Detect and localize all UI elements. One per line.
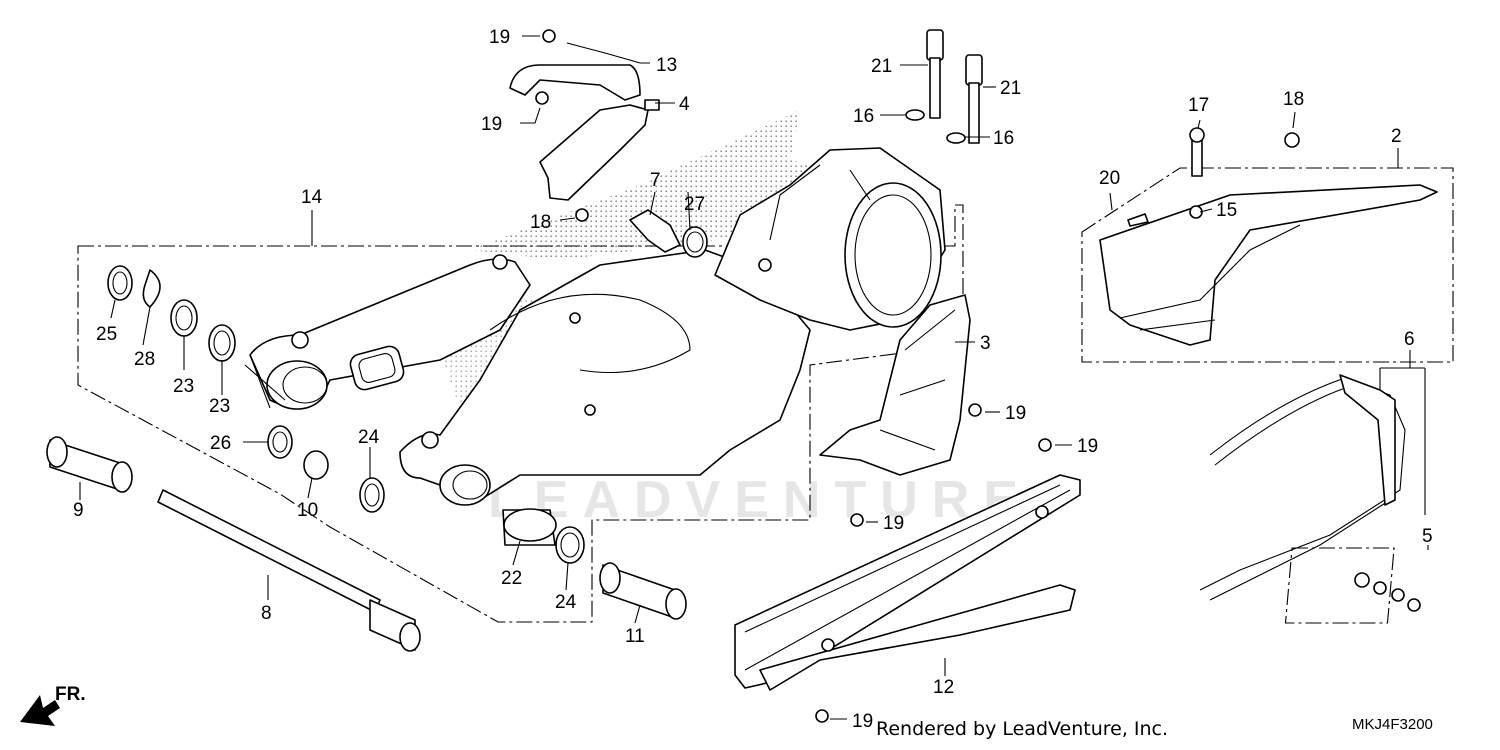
callout-19: 19 (1077, 436, 1098, 457)
callout-16: 16 (853, 106, 874, 127)
callout-19: 19 (1005, 403, 1026, 424)
callout-labels: 19 13 4 19 7 27 18 21 21 16 16 14 25 28 … (73, 27, 1433, 732)
callout-9: 9 (73, 500, 84, 521)
callout-13: 13 (656, 55, 677, 76)
callout-15: 15 (1216, 200, 1237, 221)
bearings-lower (502, 508, 687, 620)
callout-18: 18 (1283, 89, 1304, 110)
callout-22: 22 (501, 568, 522, 589)
callout-4: 4 (679, 94, 690, 115)
diagram-code: MKJ4F3200 (1352, 716, 1433, 733)
callout-3: 3 (980, 333, 991, 354)
callout-19: 19 (481, 114, 502, 135)
callout-24: 24 (555, 592, 577, 613)
callout-8: 8 (261, 603, 272, 624)
bearings-left (107, 265, 385, 513)
callout-10: 10 (297, 500, 318, 521)
upper-chain-guard (509, 29, 660, 222)
chain-guide-3 (819, 294, 1052, 527)
chain-slider-12 (734, 474, 1081, 723)
callout-19: 19 (852, 711, 873, 732)
collar-and-axle (46, 436, 421, 652)
callout-7: 7 (650, 170, 661, 191)
callout-23: 23 (173, 376, 194, 397)
callout-28: 28 (134, 349, 155, 370)
front-direction-arrow: FR. (20, 684, 86, 726)
callout-18: 18 (530, 212, 551, 233)
callout-24: 24 (358, 427, 380, 448)
leader-lines (79, 35, 1429, 720)
callout-25: 25 (96, 324, 117, 345)
callout-2: 2 (1391, 126, 1402, 147)
callout-16: 16 (993, 128, 1014, 149)
swingarm (244, 147, 946, 506)
callout-12: 12 (933, 677, 954, 698)
bolts-21 (905, 29, 983, 144)
callout-21: 21 (1000, 78, 1021, 99)
callout-26: 26 (210, 433, 231, 454)
drive-chain-6 (1199, 374, 1421, 624)
callout-17: 17 (1188, 95, 1209, 116)
callout-5: 5 (1422, 526, 1433, 547)
callout-20: 20 (1099, 168, 1120, 189)
callout-6: 6 (1404, 329, 1415, 350)
callout-19: 19 (489, 27, 510, 48)
rendered-by-credit: Rendered by LeadVenture, Inc. (876, 718, 1169, 740)
rear-fender-2 (1081, 127, 1454, 363)
callout-14: 14 (301, 187, 323, 208)
watermark: LEADVENTURE (488, 471, 1033, 529)
callout-27: 27 (684, 194, 705, 215)
callout-21: 21 (871, 56, 892, 77)
group-outline-14 (77, 204, 964, 623)
sensor-7 (629, 209, 708, 258)
callout-11: 11 (625, 626, 645, 647)
callout-23: 23 (209, 396, 230, 417)
callout-19: 19 (883, 513, 904, 534)
direction-label: FR. (55, 684, 86, 705)
